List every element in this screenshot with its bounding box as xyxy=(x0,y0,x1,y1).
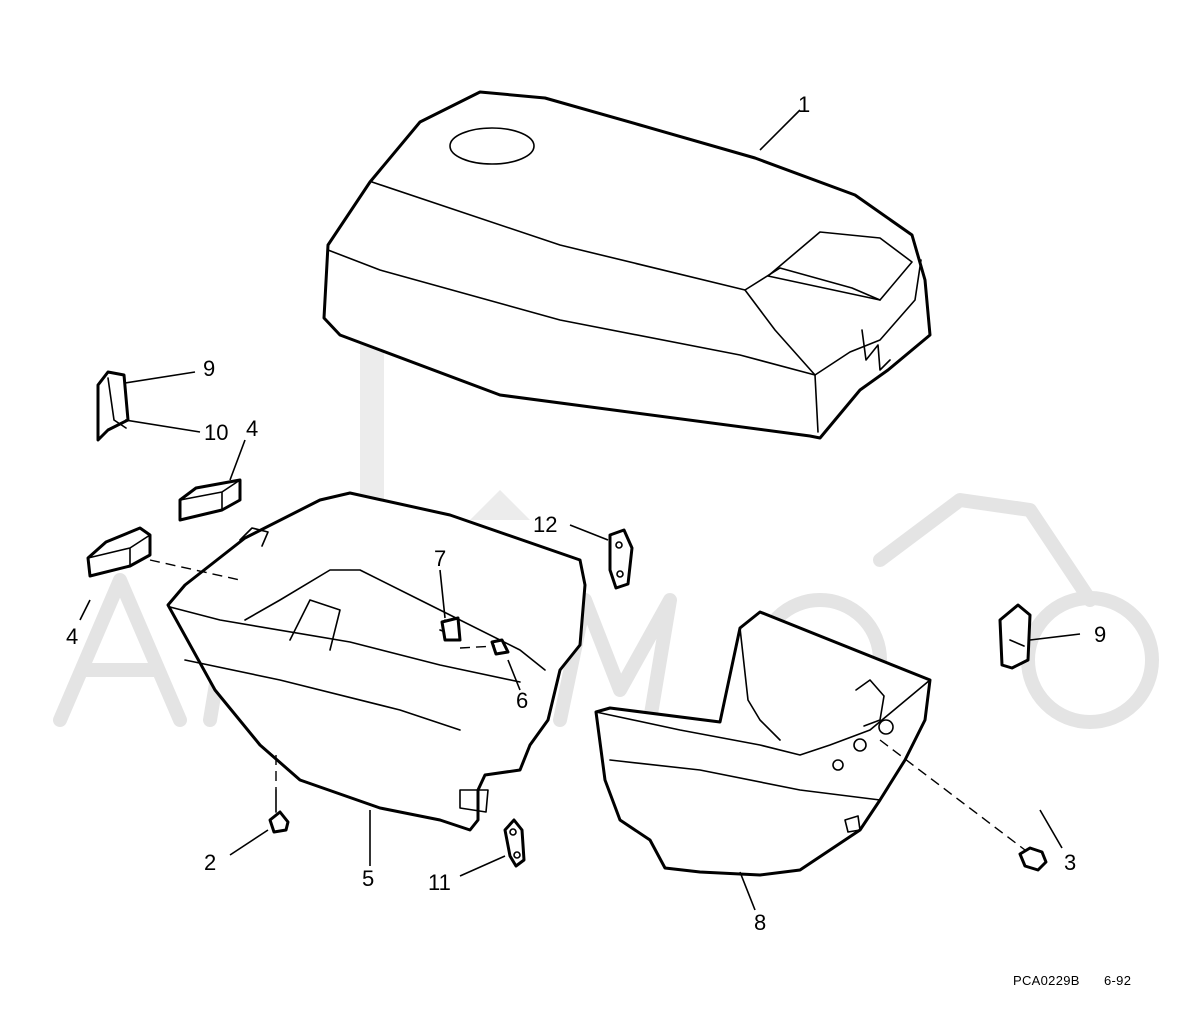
side-cover-part-5 xyxy=(166,491,587,832)
alignment-lines xyxy=(149,559,1026,851)
clip-part-7 xyxy=(440,616,462,642)
rubber-block-part-4-lower xyxy=(86,526,152,578)
callout-10: 10 xyxy=(204,420,228,445)
callout-3: 3 xyxy=(1064,850,1076,875)
clip-part-9-left xyxy=(96,370,130,442)
bolt-part-2 xyxy=(268,789,290,834)
callout-1: 1 xyxy=(798,92,810,117)
callout-8: 8 xyxy=(754,910,766,935)
rubber-block-part-4-upper xyxy=(178,478,242,522)
plug-part-3 xyxy=(1018,846,1048,872)
drawing-date: 6-92 xyxy=(1104,973,1132,988)
callout-7: 7 xyxy=(434,546,446,571)
callout-12: 12 xyxy=(533,512,557,537)
top-cover-part-1 xyxy=(322,90,932,440)
callout-2: 2 xyxy=(204,850,216,875)
callout-labels: 1 2 3 4 4 5 6 7 8 9 9 10 11 12 xyxy=(66,92,1106,935)
callout-4-upper: 4 xyxy=(246,416,258,441)
drawing-code: PCA0229B xyxy=(1013,973,1080,988)
leader-lines xyxy=(79,109,1081,911)
callout-4-lower: 4 xyxy=(66,624,78,649)
callout-6: 6 xyxy=(516,688,528,713)
clip-part-9-right xyxy=(998,603,1032,670)
side-cover-part-8 xyxy=(594,610,932,877)
callout-9-left: 9 xyxy=(203,356,215,381)
callout-9-right: 9 xyxy=(1094,622,1106,647)
screw-part-6 xyxy=(490,638,510,656)
bracket-part-12 xyxy=(608,528,634,590)
callout-11: 11 xyxy=(428,870,451,895)
bracket-part-11 xyxy=(503,818,526,868)
callout-5: 5 xyxy=(362,866,374,891)
